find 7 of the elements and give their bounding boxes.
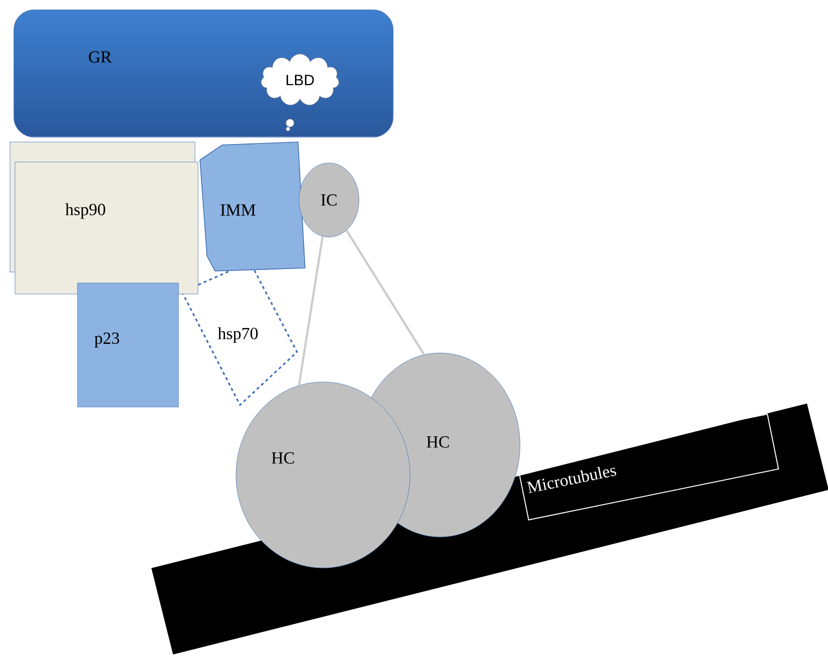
protein-polygon: IMM <box>200 142 306 272</box>
connector-line <box>298 236 324 386</box>
connector-line <box>346 230 425 356</box>
protein-box: hsp90 <box>10 142 198 294</box>
label-box: Microtubules <box>516 414 780 520</box>
thought-cloud: LBD <box>261 54 339 132</box>
protein-box: p23 <box>77 282 179 408</box>
